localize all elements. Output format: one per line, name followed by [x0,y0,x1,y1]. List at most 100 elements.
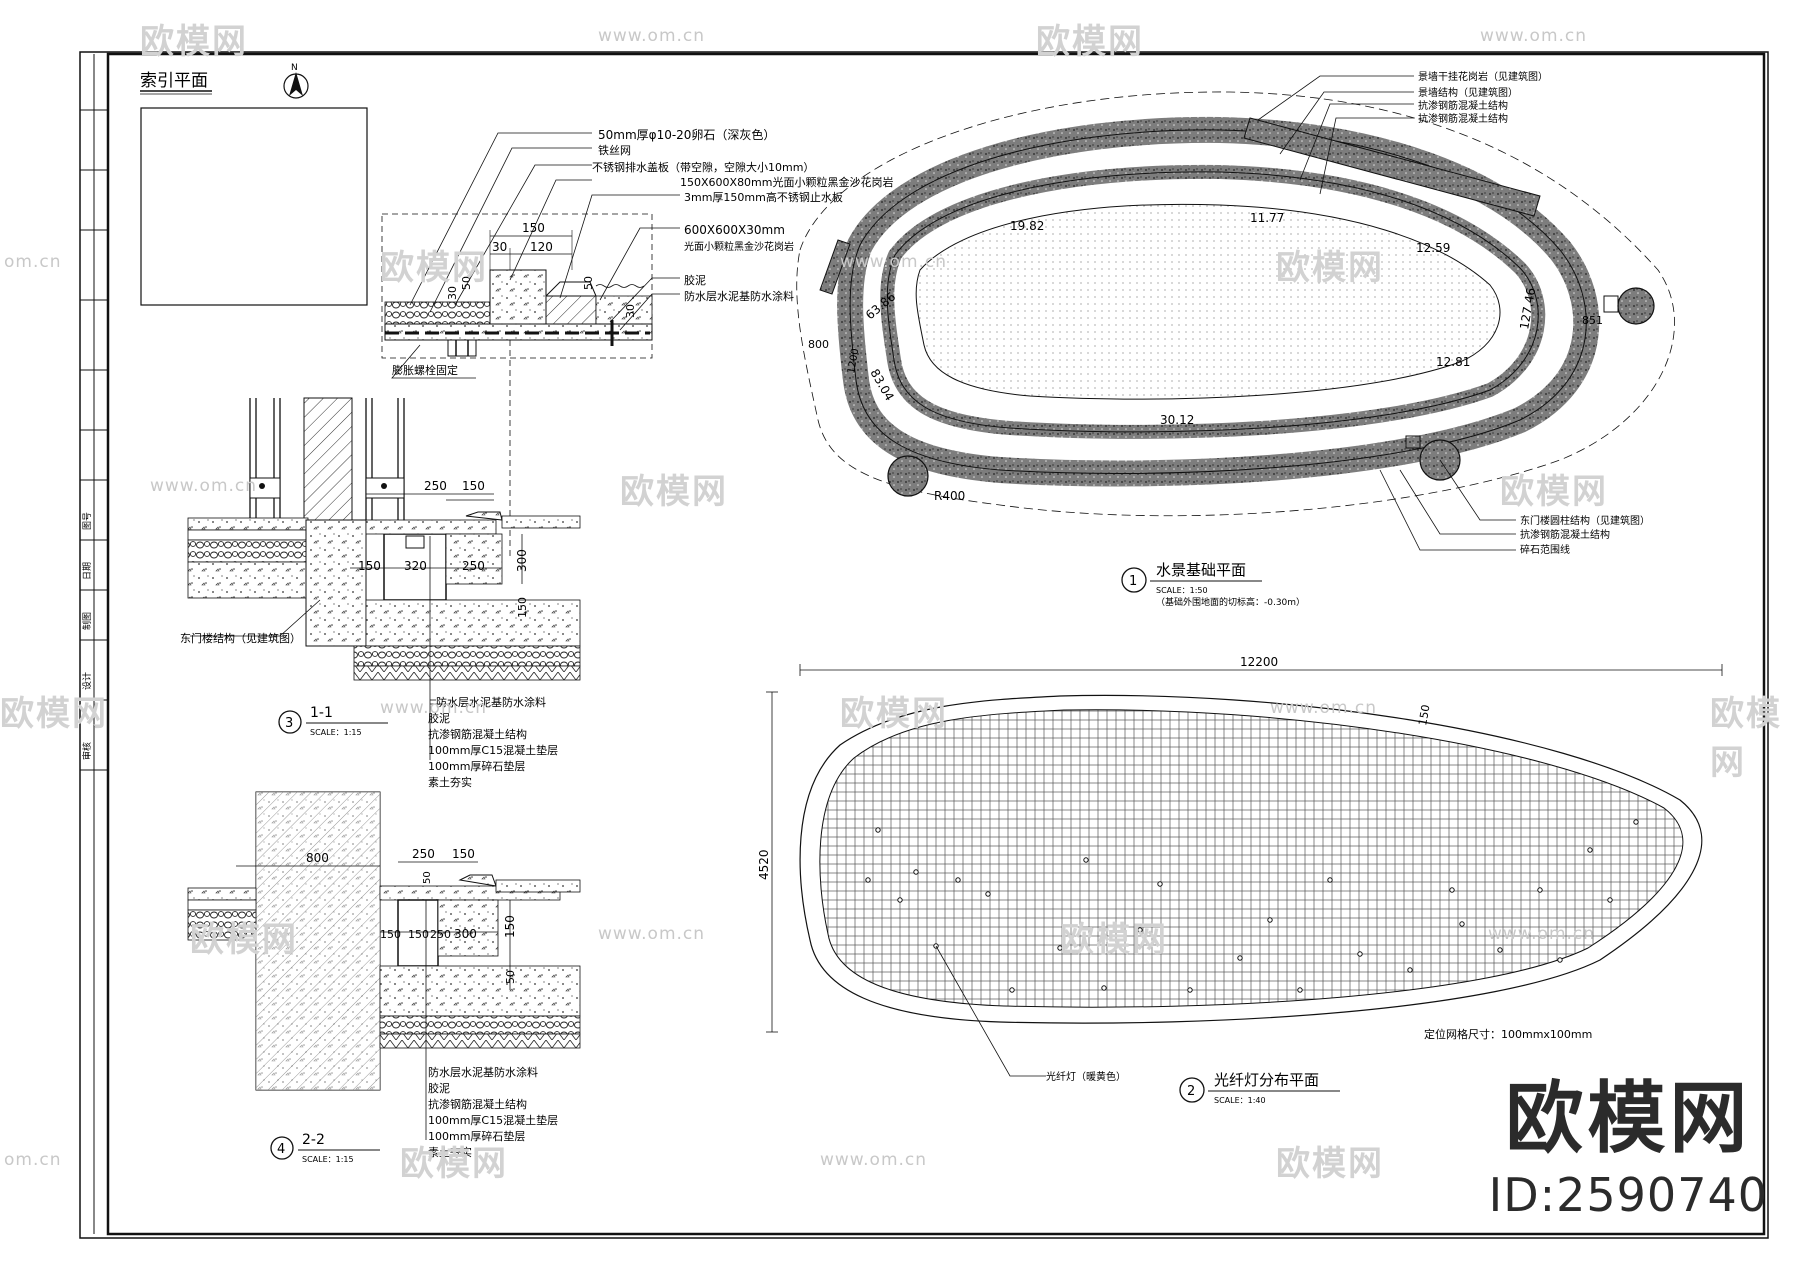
fibre-light-point [865,877,871,883]
detail-note-4: 3mm厚150mm高不锈钢止水板 [684,190,843,204]
s2-layer-4: 100mm厚碎石垫层 [428,1129,525,1143]
s1-dim-150c: 150 [516,597,529,618]
p1-dim-2: 12.59 [1416,241,1450,255]
index-plan: 索引平面 N [140,63,368,306]
fibre-light-point [1057,945,1063,951]
title-block-text-4: 图号 [82,512,93,530]
s2-dim-250: 250 [412,847,435,861]
p1-top-label-1: 景墙结构（见建筑图） [1418,86,1518,99]
s1-layer-4: 100mm厚碎石垫层 [428,759,525,773]
s1-label-left: 东门楼结构（见建筑图） [180,631,301,645]
s1-layer-1: 胶泥 [428,711,450,725]
p1-scale: SCALE：1:50 [1156,586,1208,595]
s2-layer-1: 胶泥 [428,1081,450,1095]
detail-note-8: 防水层水泥基防水涂料 [684,289,794,303]
fibre-light-point [897,897,903,903]
detail-dim-50b: 50 [582,276,595,290]
p1-dim-0: 19.82 [1010,219,1044,233]
p1-dim-10: 1200 [846,348,861,375]
p2-number: 2 [1187,1084,1195,1099]
p2-scale: SCALE：1:40 [1214,1096,1266,1105]
s2-dim-150e: 50 [504,970,517,984]
fibre-light-point [1101,985,1107,991]
p2-light-label: 光纤灯（暖黄色） [1046,1070,1126,1083]
detail-dim-30a: 30 [446,286,459,300]
fibre-light-point [1537,887,1543,893]
fibre-light-point [913,869,919,875]
p1-number: 1 [1129,574,1137,589]
p1-dim-8: R400 [934,489,965,503]
title-strip [80,109,108,771]
s2-scale: SCALE：1:15 [302,1155,354,1164]
s2-layer-0: 防水层水泥基防水涂料 [428,1065,538,1079]
s2-dim-150c: 150 [408,928,429,941]
p1-note: （基础外围地面的切标高：-0.30m） [1156,596,1305,608]
s2-dim-150b: 150 [380,928,401,941]
p1-dim-9: 800 [808,338,829,351]
p2-width-dim: 12200 [1240,655,1278,669]
s1-layer-5: 素土夯实 [428,775,472,789]
s1-dim-300: 300 [515,549,529,572]
title-block-text-0: 审核 [81,742,93,760]
s2-dim-150d: 250 [430,928,451,941]
p2-edge-dim: 150 [1416,704,1432,727]
detail-dim-30: 30 [492,240,507,254]
section-1-1: 250 150 150 320 250 300 150 东门楼结构（见建筑图） … [180,397,581,789]
s2-title: 2-2 [302,1132,325,1148]
column-right [1617,287,1655,325]
north-arrow: N [283,63,309,99]
fibre-light-point [1449,887,1455,893]
fibre-light-point [1009,987,1015,993]
detail-top: 150 30 120 50 30 50 30 50mm厚φ10-20卵石（深灰色… [381,128,894,560]
s1-number: 3 [285,716,293,731]
frame-outer [79,51,1769,1239]
section-2-2: 800 250 150 150 150 250 300 150 50 50 防水… [187,791,581,1164]
detail-note-7: 胶泥 [684,273,706,287]
brand-id: ID:2590740 [1488,1168,1768,1222]
p1-bottom-label-0: 东门楼圆柱结构（见建筑图） [1520,514,1650,527]
p2-title: 光纤灯分布平面 [1214,1071,1319,1089]
s2-dim-800: 800 [306,851,329,865]
detail-dim-30b: 30 [624,304,637,318]
s1-layer-2: 抗渗钢筋混凝土结构 [428,727,527,741]
s2-layer-2: 抗渗钢筋混凝土结构 [428,1097,527,1111]
fibre-light-point [875,827,881,833]
s1-title: 1-1 [310,705,333,721]
p1-top-label-3: 抗渗钢筋混凝土结构 [1418,112,1508,125]
detail-note-0: 50mm厚φ10-20卵石（深灰色） [598,128,775,142]
fibre-light-point [1327,877,1333,883]
fibre-light-point [955,877,961,883]
north-label: N [291,63,298,73]
fibre-light-point [1407,967,1413,973]
s2-dim-50a: 50 [422,871,433,884]
s1-dim-250b: 250 [462,559,485,573]
s1-layer-0: 防水层水泥基防水涂料 [436,695,546,709]
s2-layer-3: 100mm厚C15混凝土垫层 [428,1113,558,1127]
fibre-light-point [1137,927,1143,933]
index-plan-box [140,107,368,306]
s2-dim-250b: 300 [454,927,477,941]
brand-block: 欧模网 ID:2590740 [1489,1080,1768,1222]
detail-note-5: 600X600X30mm [684,223,785,237]
s2-number: 4 [277,1142,285,1157]
detail-dim-150: 150 [522,221,545,235]
detail-note-2: 不锈钢排水盖板（带空隙，空隙大小10mm） [592,160,814,174]
detail-dim-50a: 50 [460,276,473,290]
p1-top-label-2: 抗渗钢筋混凝土结构 [1418,99,1508,112]
p1-dim-7: 30.12 [1160,413,1194,427]
fibre-light-point [1237,955,1243,961]
fibre-light-point [1157,881,1163,887]
fibre-light-point [1607,897,1613,903]
detail-note-6: 光面小颗粒黑金沙花岗岩 [684,240,794,253]
s2-dim-300: 150 [503,915,517,938]
p1-dim-5: 12.81 [1436,355,1470,369]
p2-height-dim: 4520 [757,849,771,880]
s2-layer-5: 素土夯实 [428,1145,472,1159]
p1-dim-11: 851 [1582,314,1603,327]
p2-grid-note: 定位网格尺寸：100mmx100mm [1424,1027,1592,1041]
p1-top-label-0: 景墙干挂花岗岩（见建筑图） [1418,70,1548,83]
title-block-text-1: 设计 [81,672,93,690]
detail-note-3: 150X600X80mm光面小颗粒黑金沙花岗岩 [680,175,894,189]
